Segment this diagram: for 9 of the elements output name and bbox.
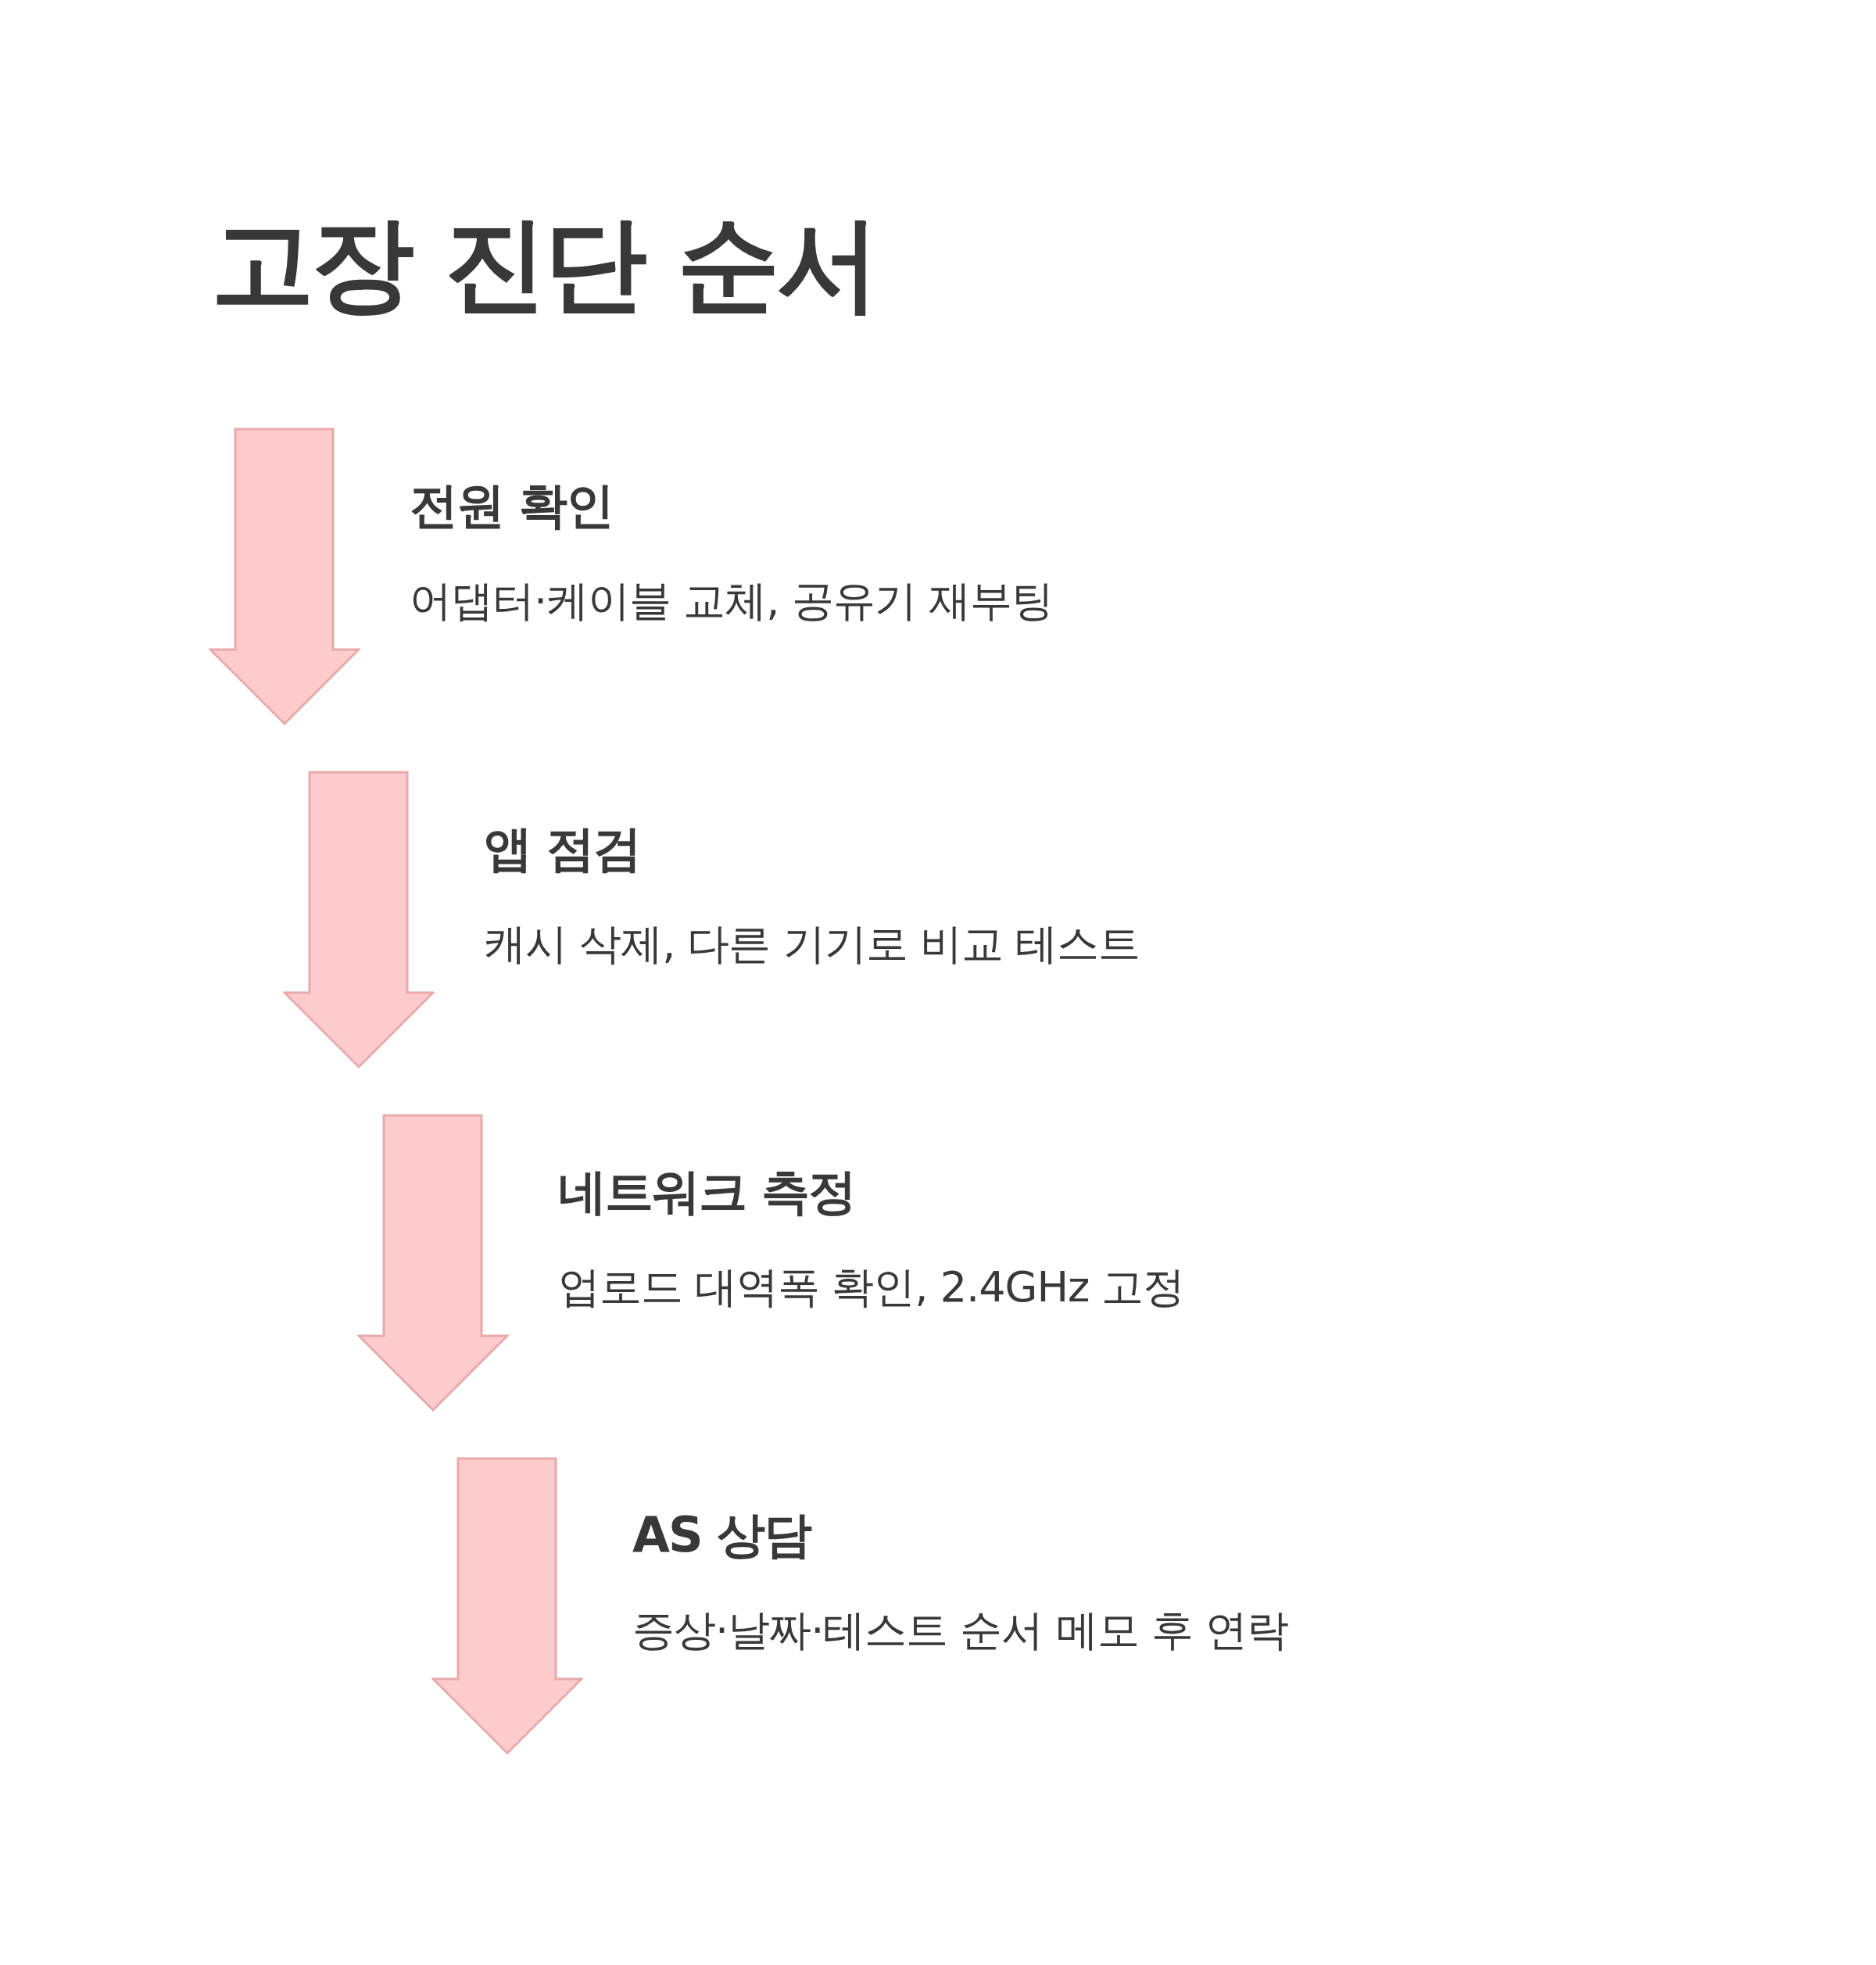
step-description: 업로드 대역폭 확인, 2.4GHz 고정 bbox=[558, 1262, 1185, 1313]
step-description: 증상·날짜·테스트 순서 메모 후 연락 bbox=[632, 1605, 1288, 1656]
step-description: 캐시 삭제, 다른 기기로 비교 테스트 bbox=[484, 918, 1140, 970]
step-heading: AS 상담 bbox=[632, 1505, 811, 1565]
step-heading: 전원 확인 bbox=[410, 476, 613, 535]
step-heading: 네트워크 측정 bbox=[558, 1162, 855, 1222]
step-heading: 앱 점검 bbox=[484, 819, 640, 879]
title: 고장 진단 순서 bbox=[211, 202, 877, 325]
step-description: 어댑터·케이블 교체, 공유기 재부팅 bbox=[410, 575, 1053, 627]
